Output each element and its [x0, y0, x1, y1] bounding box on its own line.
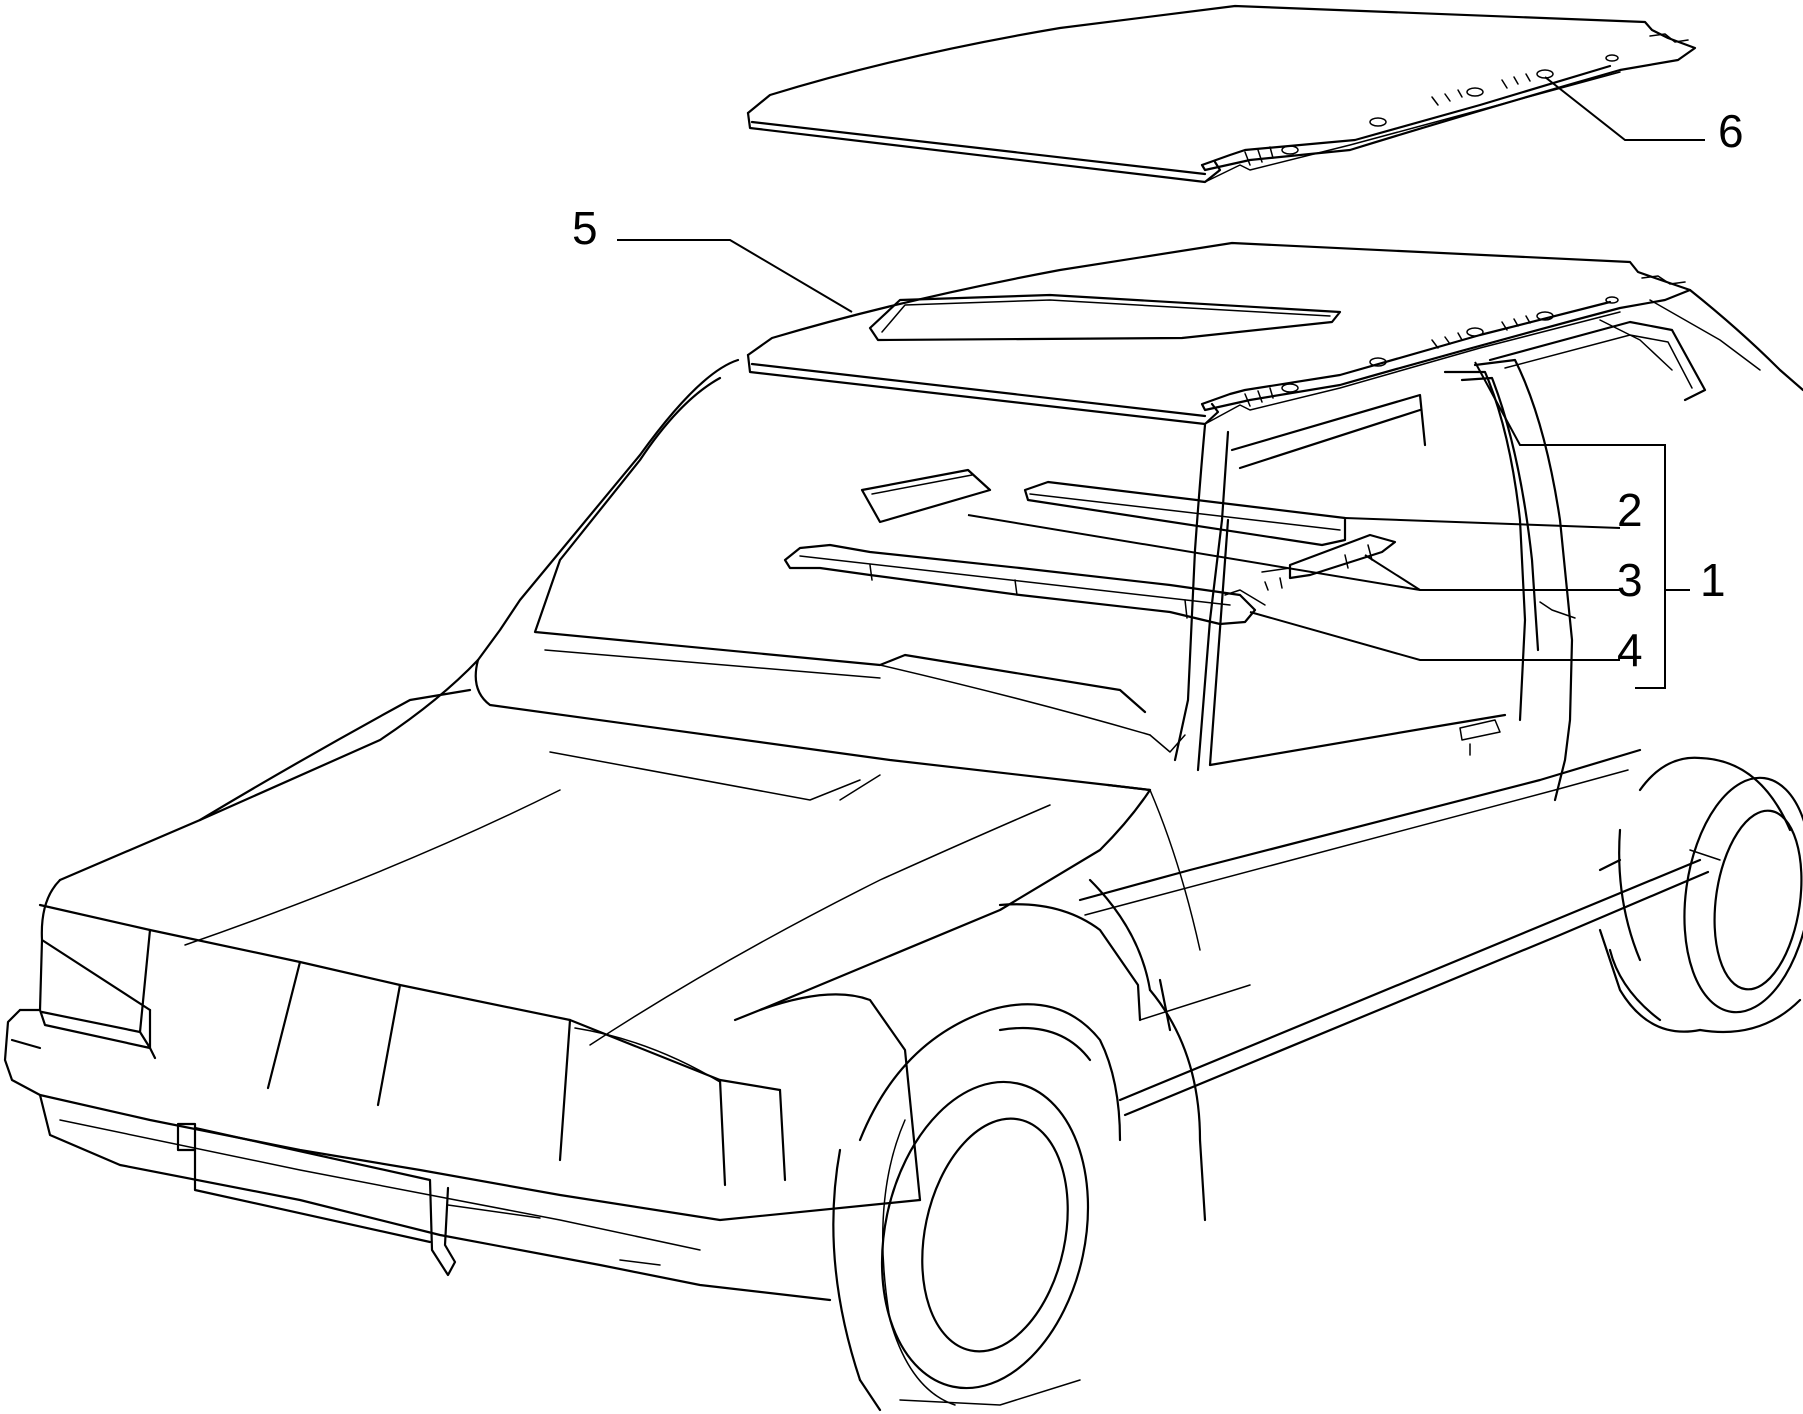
part-2-cross-member	[860, 468, 1347, 547]
leader-6	[1544, 76, 1705, 141]
part-4-rear-cross-member	[783, 543, 1266, 626]
callout-2: 2	[1617, 484, 1643, 536]
car-body-outline	[3, 288, 1803, 1412]
leader-lines	[617, 76, 1705, 689]
part-5-sunroof-roof	[746, 241, 1692, 426]
callout-5: 5	[572, 202, 598, 254]
leader-4	[1249, 611, 1620, 661]
leader-3b	[1364, 554, 1421, 591]
leader-5	[617, 239, 853, 313]
callout-labels: 6 5 2 3 4 1	[572, 105, 1744, 676]
callout-6: 6	[1718, 105, 1744, 157]
callout-4: 4	[1617, 624, 1643, 676]
callout-3: 3	[1617, 554, 1643, 606]
leader-1-bracket	[1474, 361, 1666, 689]
part-6-roof-panel	[746, 4, 1697, 184]
leader-2	[1344, 517, 1621, 529]
callout-1: 1	[1700, 554, 1726, 606]
